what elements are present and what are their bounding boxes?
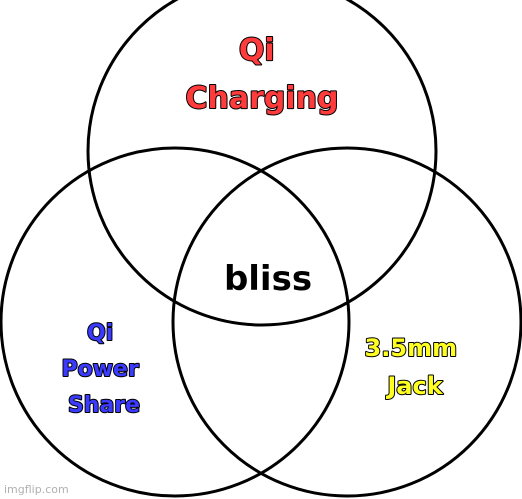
label-right: 3.5mm Jack [365,334,466,400]
label-top: Qi Charging [185,33,338,116]
label-right-line-2: Jack [385,372,443,400]
label-right-line-1: 3.5mm [365,334,458,362]
label-left-line-3: Share [68,393,140,418]
label-left: Qi Power Share [61,321,146,418]
label-top-line-1: Qi [239,33,275,68]
label-left-line-1: Qi [87,321,113,346]
circle-top [86,0,438,327]
circle-left [0,146,351,498]
label-top-line-2: Charging [185,81,338,116]
label-center: bliss [224,259,312,299]
watermark: imgflip.com [4,483,69,496]
circle-right [171,146,522,498]
label-left-line-2: Power [61,357,138,382]
